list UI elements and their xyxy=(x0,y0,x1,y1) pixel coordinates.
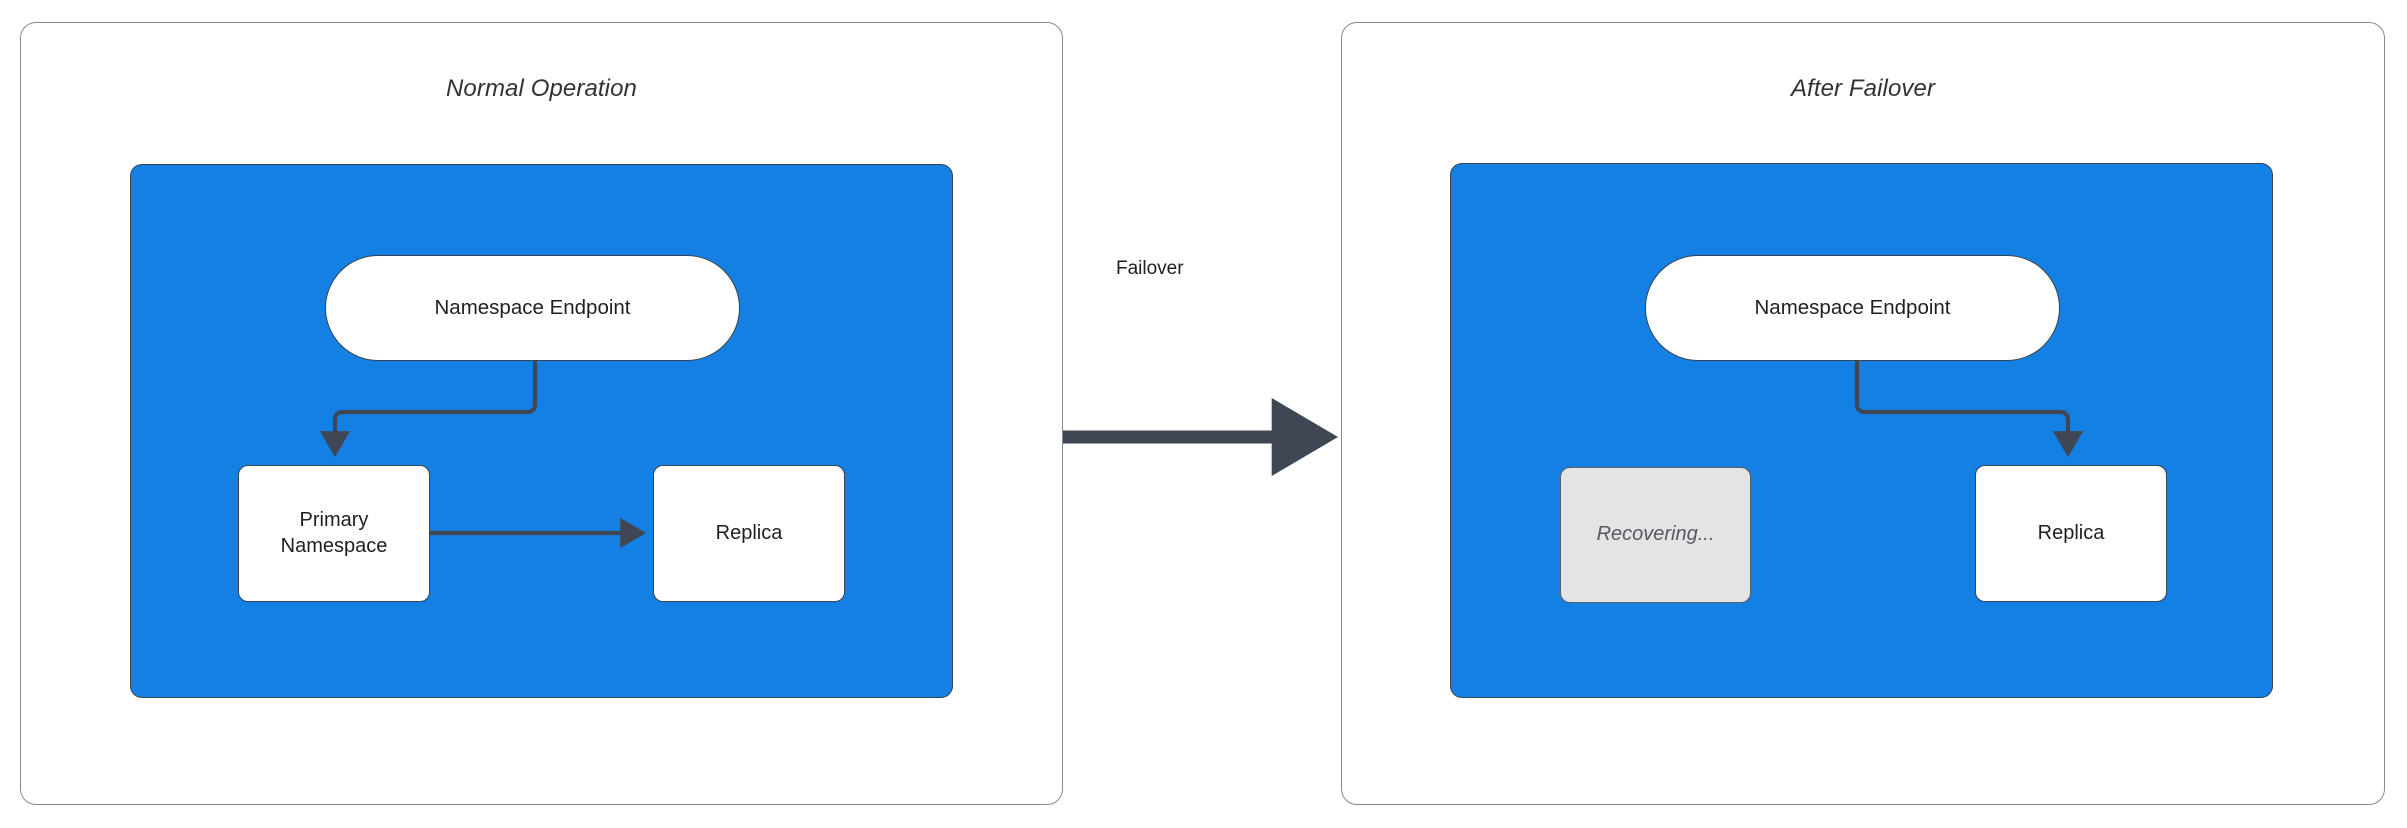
cluster-after-failover xyxy=(1450,163,2273,698)
transition-label-failover: Failover xyxy=(1116,258,1184,279)
panel-title-normal-operation: Normal Operation xyxy=(445,75,637,102)
cluster-normal-operation xyxy=(130,164,953,698)
node-replica-failover[interactable]: Replica xyxy=(1975,465,2167,602)
edge-label-data-replication: Data Replication xyxy=(452,339,587,358)
node-namespace-endpoint-failover[interactable]: Namespace Endpoint xyxy=(1645,255,2060,361)
panel-title-after-failover: After Failover xyxy=(1790,75,1936,102)
node-primary-namespace-line2: Namespace xyxy=(280,534,388,557)
node-namespace-endpoint-normal[interactable]: Namespace Endpoint xyxy=(325,255,740,361)
node-primary-namespace[interactable]: Primary Namespace xyxy=(238,465,430,602)
node-primary-namespace-line1: Primary xyxy=(299,508,369,531)
node-recovering[interactable]: Recovering... xyxy=(1560,467,1751,603)
node-replica-normal[interactable]: Replica xyxy=(653,465,845,602)
